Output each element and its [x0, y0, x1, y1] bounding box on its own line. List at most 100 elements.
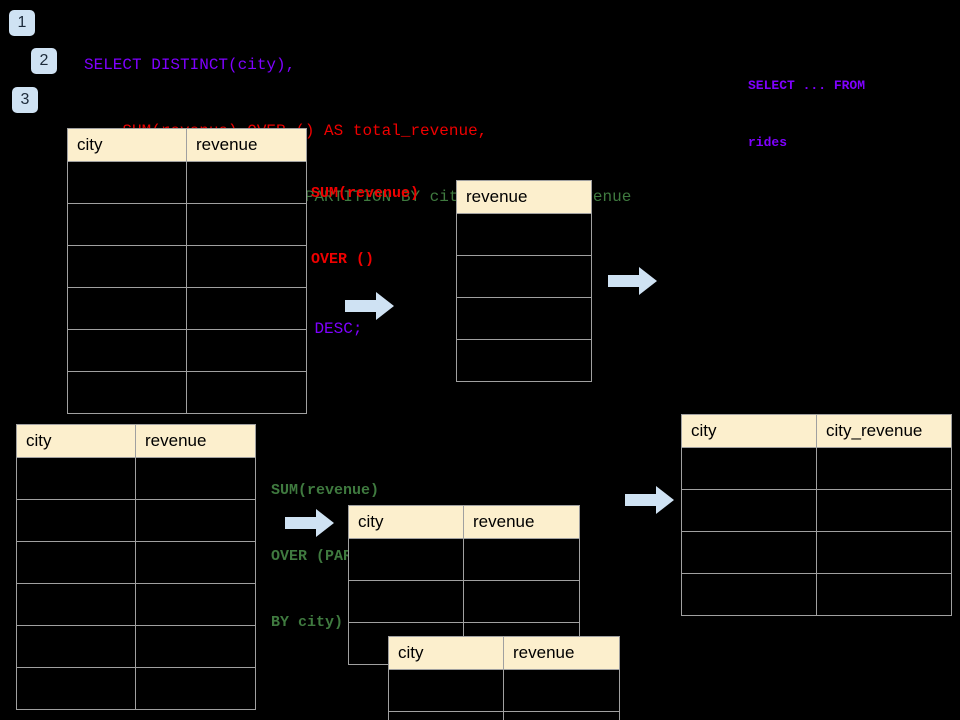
- side-note-line-1: SELECT ... FROM: [748, 78, 866, 93]
- table-row: [348, 580, 580, 623]
- table-cell: [135, 625, 256, 668]
- table-header-row: city revenue: [388, 636, 620, 670]
- table-final-result: city city_revenue: [681, 414, 952, 616]
- annotation-total-revenue-line-2: OVER (): [311, 251, 375, 268]
- table-cell: [388, 669, 504, 712]
- step-badge-2: 2: [31, 48, 57, 74]
- arrow-bottom-left-icon: [285, 509, 334, 537]
- arrow-top-right-icon: [608, 267, 657, 295]
- table-row: [388, 669, 620, 712]
- annotation-city-revenue-line-3: BY city): [271, 614, 344, 631]
- table-header-row: city revenue: [67, 128, 307, 162]
- side-note-select-from-rides: SELECT ... FROM rides: [748, 38, 865, 190]
- table-cell: [186, 161, 307, 204]
- annotation-city-revenue-line-1: SUM(revenue): [271, 482, 380, 499]
- table-row: [456, 297, 592, 340]
- table-row: [456, 255, 592, 298]
- step-badge-3: 3: [12, 87, 38, 113]
- table-cell: [681, 531, 817, 574]
- table-cell: [135, 583, 256, 626]
- column-header-revenue: revenue: [186, 128, 307, 162]
- table-cell: [816, 489, 952, 532]
- table-row: [16, 583, 256, 626]
- table-header-row: revenue: [456, 180, 592, 214]
- table-cell: [67, 203, 187, 246]
- table-row: [67, 203, 307, 246]
- table-total-revenue-result: revenue: [456, 180, 592, 382]
- table-row: [681, 573, 952, 616]
- table-source-bottom: city revenue: [16, 424, 256, 710]
- table-row: [681, 447, 952, 490]
- arrow-bottom-right-icon: [625, 486, 674, 514]
- table-cell: [348, 538, 464, 581]
- table-cell: [186, 287, 307, 330]
- table-row: [388, 711, 620, 720]
- table-cell: [816, 447, 952, 490]
- table-cell: [348, 580, 464, 623]
- table-row: [456, 339, 592, 382]
- table-partition-front: city revenue: [388, 636, 620, 720]
- column-header-revenue: revenue: [503, 636, 620, 670]
- column-header-city: city: [388, 636, 504, 670]
- arrow-top-left-icon: [345, 292, 394, 320]
- table-row: [67, 371, 307, 414]
- table-row: [67, 161, 307, 204]
- table-cell: [463, 538, 580, 581]
- table-cell: [456, 339, 592, 382]
- table-source-top: city revenue: [67, 128, 307, 414]
- side-note-line-2: rides: [748, 135, 788, 150]
- table-cell: [186, 245, 307, 288]
- table-cell: [503, 711, 620, 720]
- column-header-city: city: [67, 128, 187, 162]
- table-row: [16, 625, 256, 668]
- table-row: [16, 499, 256, 542]
- table-header-row: city revenue: [16, 424, 256, 458]
- column-header-city: city: [681, 414, 817, 448]
- table-cell: [816, 573, 952, 616]
- table-header-row: city city_revenue: [681, 414, 952, 448]
- annotation-total-revenue: SUM(revenue) OVER (): [311, 139, 419, 315]
- table-cell: [456, 297, 592, 340]
- table-cell: [186, 371, 307, 414]
- table-row: [16, 541, 256, 584]
- table-cell: [186, 203, 307, 246]
- column-header-city: city: [348, 505, 464, 539]
- table-cell: [388, 711, 504, 720]
- column-header-revenue: revenue: [135, 424, 256, 458]
- table-cell: [186, 329, 307, 372]
- table-cell: [135, 667, 256, 710]
- table-cell: [463, 580, 580, 623]
- annotation-total-revenue-line-1: SUM(revenue): [311, 185, 420, 202]
- table-row: [681, 531, 952, 574]
- table-cell: [816, 531, 952, 574]
- table-cell: [16, 583, 136, 626]
- table-cell: [135, 541, 256, 584]
- table-row: [16, 457, 256, 500]
- table-cell: [67, 161, 187, 204]
- table-row: [16, 667, 256, 710]
- table-cell: [456, 255, 592, 298]
- table-cell: [67, 287, 187, 330]
- table-cell: [16, 667, 136, 710]
- table-cell: [135, 499, 256, 542]
- table-row: [67, 287, 307, 330]
- step-badge-1: 1: [9, 10, 35, 36]
- table-cell: [67, 371, 187, 414]
- table-cell: [681, 489, 817, 532]
- table-cell: [67, 329, 187, 372]
- table-cell: [681, 573, 817, 616]
- column-header-revenue: revenue: [463, 505, 580, 539]
- table-row: [67, 245, 307, 288]
- table-row: [348, 538, 580, 581]
- table-row: [456, 213, 592, 256]
- table-cell: [681, 447, 817, 490]
- table-row: [67, 329, 307, 372]
- table-cell: [456, 213, 592, 256]
- table-header-row: city revenue: [348, 505, 580, 539]
- column-header-revenue: revenue: [456, 180, 592, 214]
- table-cell: [135, 457, 256, 500]
- table-cell: [503, 669, 620, 712]
- column-header-city-revenue: city_revenue: [816, 414, 952, 448]
- sql-line-1: SELECT DISTINCT(city),: [84, 56, 296, 74]
